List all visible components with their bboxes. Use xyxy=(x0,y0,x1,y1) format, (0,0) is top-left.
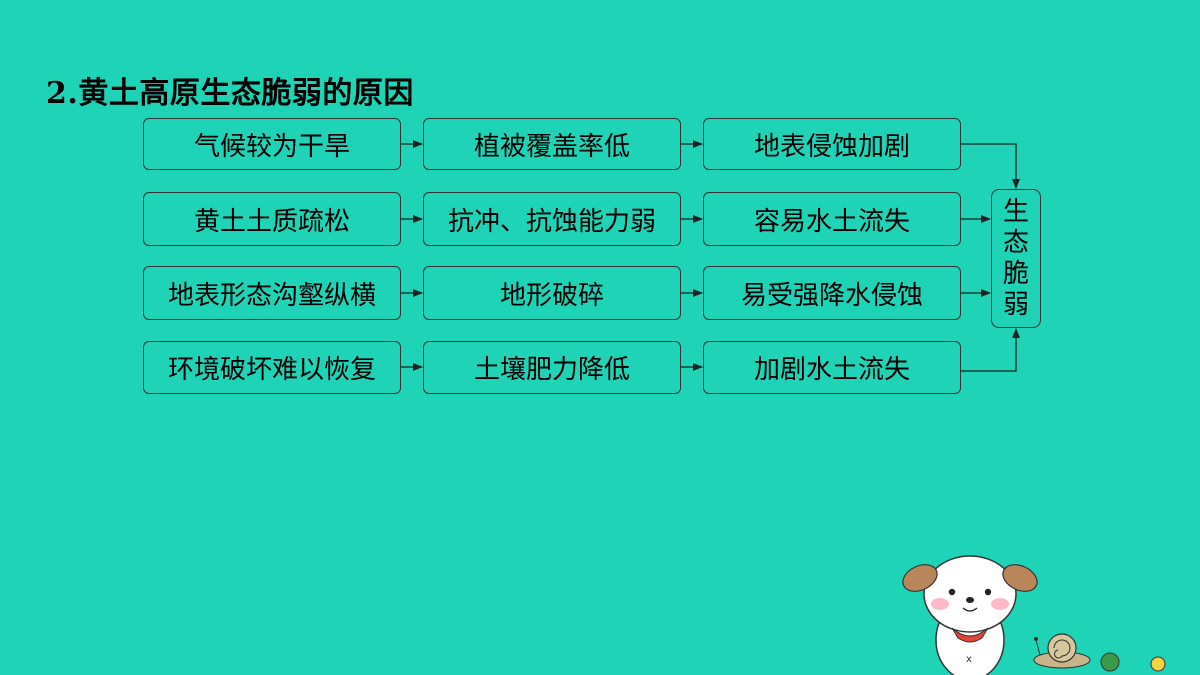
svg-text:x: x xyxy=(966,654,972,665)
page-title: 2.黄土高原生态脆弱的原因 xyxy=(46,68,414,112)
result-box: 生 态 脆 弱 xyxy=(991,189,1041,328)
result-char: 生 xyxy=(1002,196,1029,227)
outcome-box-4: 加剧水土流失 xyxy=(703,341,961,394)
outcome-box-1: 地表侵蚀加剧 xyxy=(703,118,961,170)
cause-box-4: 环境破坏难以恢复 xyxy=(143,341,401,394)
cause-box-2: 黄土土质疏松 xyxy=(143,192,401,246)
outcome-box-2: 容易水土流失 xyxy=(703,192,961,246)
effect-box-4: 土壤肥力降低 xyxy=(423,341,681,394)
effect-box-1: 植被覆盖率低 xyxy=(423,118,681,170)
snail-icon xyxy=(1033,633,1091,669)
cause-box-3: 地表形态沟壑纵横 xyxy=(143,266,401,320)
result-char: 弱 xyxy=(1002,289,1029,320)
cartoon-puppy-icon: x xyxy=(902,555,1038,675)
title-text: .黄土高原生态脆弱的原因 xyxy=(67,76,414,111)
effect-box-3: 地形破碎 xyxy=(423,266,681,320)
outcome-box-3: 易受强降水侵蚀 xyxy=(703,266,961,320)
title-number: 2 xyxy=(46,76,68,111)
result-char: 脆 xyxy=(1002,258,1029,289)
arrow-r4-result xyxy=(961,328,1020,372)
cause-box-1: 气候较为干旱 xyxy=(143,118,401,170)
green-bauble-icon xyxy=(1100,652,1120,672)
arrow-r1-result xyxy=(961,143,1020,189)
result-char: 态 xyxy=(1002,227,1029,258)
effect-box-2: 抗冲、抗蚀能力弱 xyxy=(423,192,681,246)
yellow-bauble-icon xyxy=(1150,656,1166,672)
